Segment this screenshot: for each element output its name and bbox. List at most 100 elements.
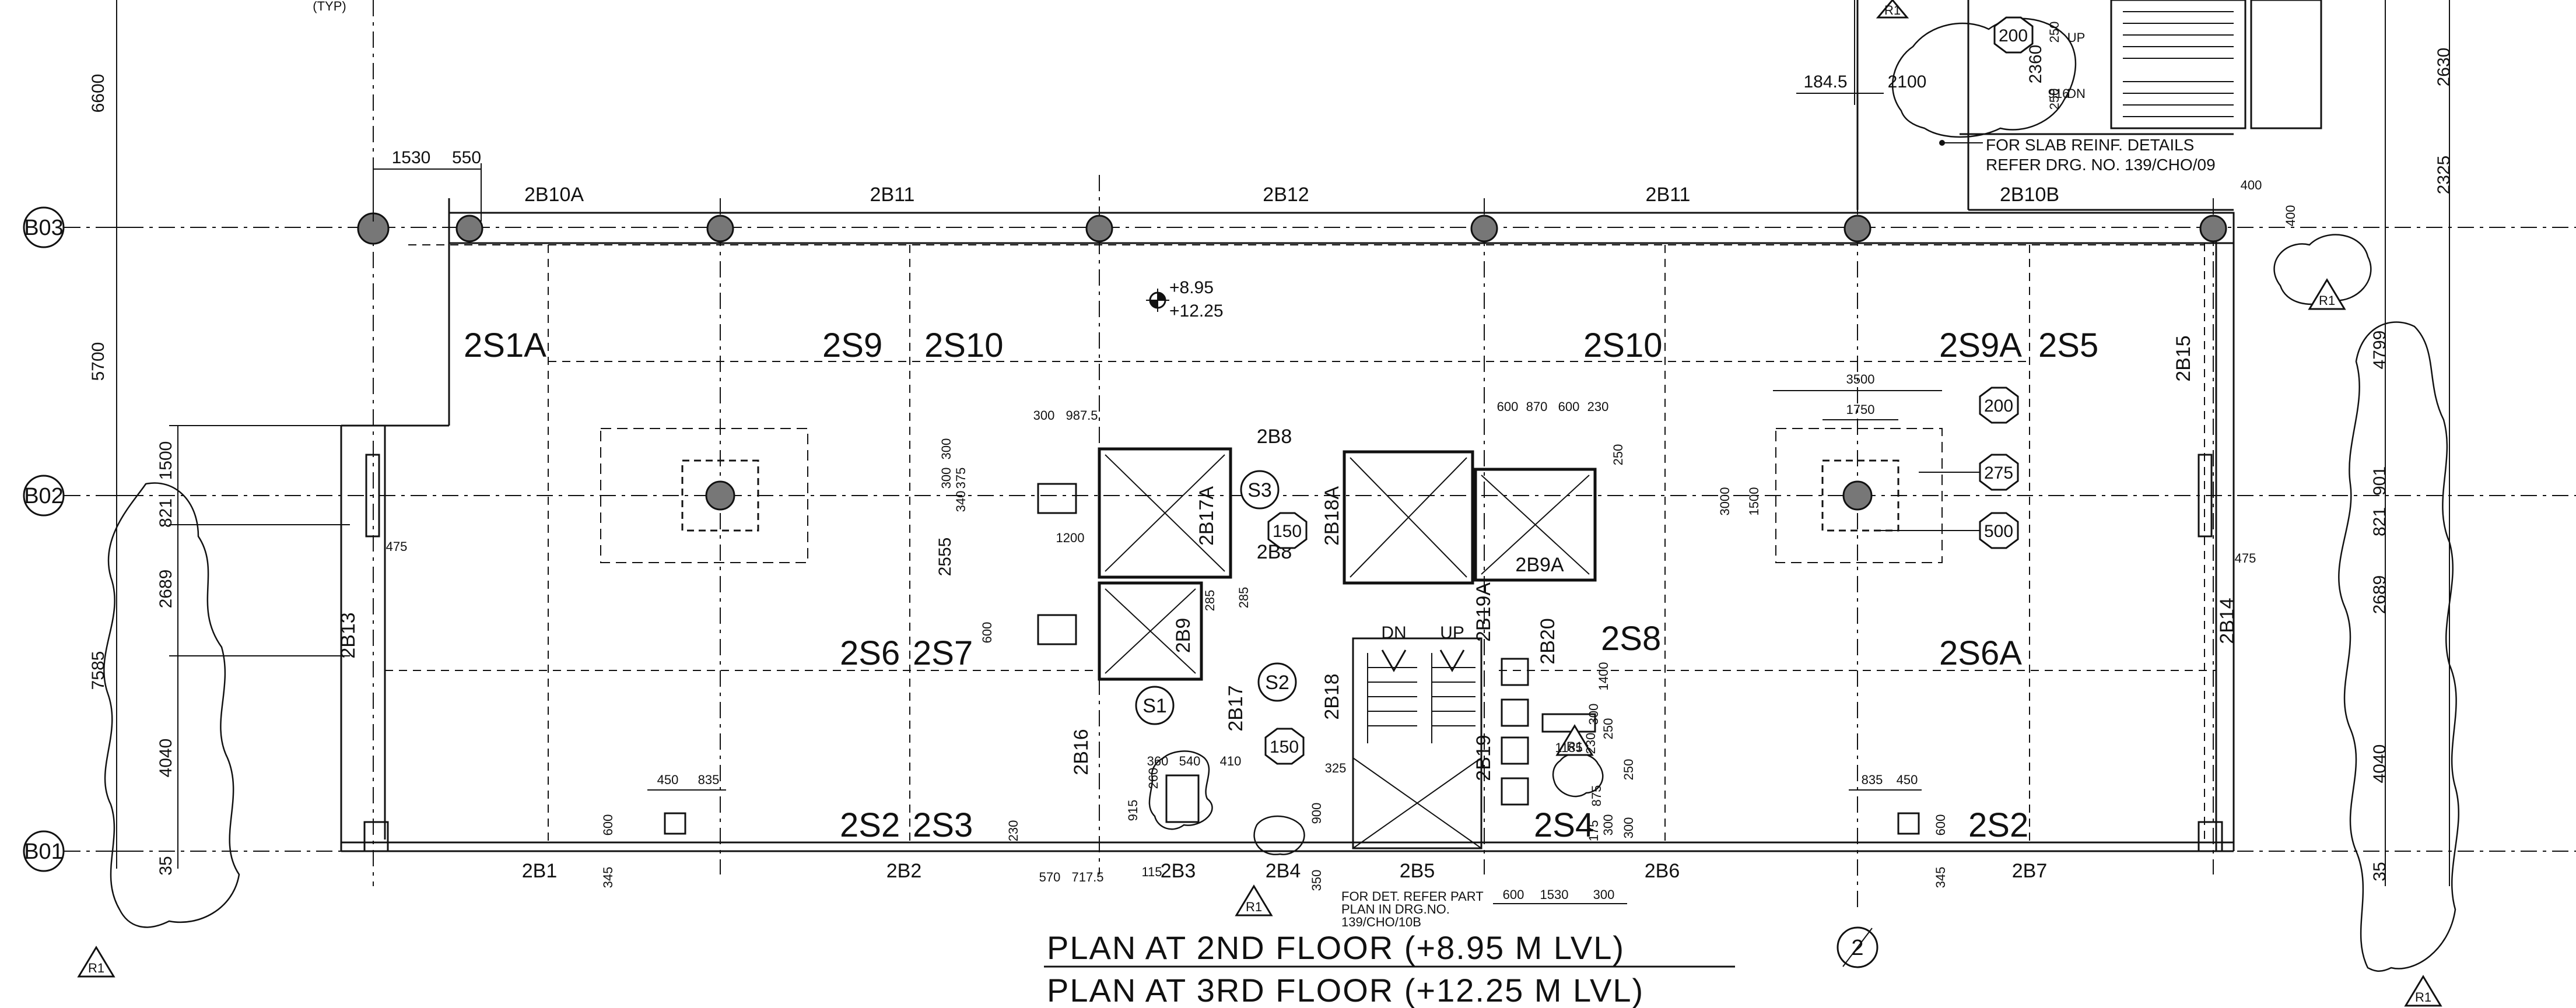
dim-label: 475 (386, 539, 408, 554)
dim-label: 4040 (2370, 744, 2389, 784)
dim-label: 1530 (392, 148, 431, 167)
slab-label: 2S5 (2038, 326, 2098, 364)
dim-label: 915 (1126, 800, 1140, 821)
beam-label: 2B19A (1473, 582, 1495, 642)
level-mark-text: +12.25 (1169, 301, 1224, 321)
dim-label: 260 (1146, 768, 1161, 789)
stair-mark: S2 (1265, 672, 1289, 694)
slab-label: 2S2 (1968, 806, 2028, 844)
dim-label: 400 (2241, 178, 2262, 192)
dim-label: 2630 (2434, 48, 2454, 87)
dim-label: 250 (2047, 22, 2062, 43)
dim-label: 2555 (935, 538, 955, 577)
grid-label-b03: B03 (24, 216, 64, 240)
beam-label: 2B2 (886, 860, 922, 882)
dim-label: 1400 (1596, 662, 1611, 691)
dim-label: 230 (1587, 399, 1609, 414)
dim-label: 1200 (1056, 531, 1085, 545)
dim-label: 300 (939, 468, 954, 489)
dim-label: 340 (954, 491, 968, 512)
dim-label: 835 (698, 772, 720, 787)
dim-label: 600 (1558, 399, 1580, 414)
slab-label: 2S9 (822, 326, 882, 364)
slab-labels: 2S1A 2S9 2S10 2S10 2S9A 2S5 2S6 2S7 2S8 … (464, 326, 2098, 844)
dim-label: 916 (2048, 86, 2070, 101)
dim-label: 2100 (1888, 72, 1927, 92)
dim-label: 35 (156, 856, 176, 875)
level-mark: +8.95 +12.25 (1146, 278, 1224, 321)
drawing-titles: PLAN AT 2ND FLOOR (+8.95 M LVL) PLAN AT … (1044, 929, 1735, 1008)
dim-label: 325 (1325, 761, 1347, 775)
revision-tag: R1 (88, 961, 104, 975)
slab-divisions (385, 244, 2216, 842)
beam-label: 2B8 (1257, 426, 1292, 448)
level-mark-text: +8.95 (1169, 278, 1214, 297)
core-area (664, 447, 1920, 849)
dim-label: 3500 (1846, 372, 1875, 387)
slab-label: 2S4 (1534, 806, 1594, 844)
dim-label: 1185 (1555, 740, 1582, 755)
dim-label: 375 (954, 468, 968, 489)
revision-tag: R1 (1246, 900, 1262, 914)
revision-tag: R1 (2415, 990, 2431, 1005)
slab-label: 2S6A (1939, 634, 2022, 672)
beam-label: 2B17 (1225, 685, 1247, 731)
hex-tag: 500 (1984, 522, 2013, 541)
slab-label: 2S8 (1601, 620, 1661, 658)
dim-label: 821 (156, 498, 176, 528)
revision-tag: R1 (1566, 739, 1583, 754)
beam-label: 2B19 (1473, 735, 1495, 781)
column (705, 480, 735, 511)
stair-label: UP (1440, 623, 1464, 642)
slab-label: 2S1A (464, 326, 546, 364)
dim-label: 285 (1236, 587, 1251, 609)
dim-label: 6600 (89, 74, 108, 113)
beam-label: 2B5 (1400, 860, 1435, 882)
dim-label: 345 (1933, 867, 1948, 888)
beam-label: 2B20 (1537, 618, 1559, 664)
beam-label: 2B18 (1321, 673, 1343, 719)
top-beam-labels: 2B10A 2B11 2B12 2B11 2B10B (524, 184, 2059, 206)
dim-label: 345 (601, 867, 615, 888)
column (706, 215, 734, 243)
column (1085, 215, 1113, 243)
beam-label: 2B16 (1070, 729, 1092, 775)
notes: FOR SLAB REINF. DETAILS REFER DRG. NO. 1… (1341, 136, 2216, 929)
beam-label: 2B3 (1161, 860, 1196, 882)
inner-beam-labels: 2B8 2B8 2B17A 2B18A 2B9 2B9A 2B17 2B18 2… (337, 335, 2238, 781)
beam-label: 2B6 (1645, 860, 1680, 882)
column (1470, 215, 1498, 243)
dim-label: 2689 (156, 570, 176, 609)
dim-label: 821 (2370, 507, 2389, 536)
hex-tag: 200 (1984, 396, 2013, 416)
dim-label: 300 (1033, 408, 1055, 423)
misc-dimensions: 1530 550 184.5 2100 916 250 2360 250 400… (313, 0, 2298, 904)
dim-label: 5700 (89, 342, 108, 381)
left-dimensions: 6600 5700 7585 1500 821 2689 4040 35 (89, 0, 350, 876)
slab-label: 2S10 (1583, 326, 1662, 364)
stair-label: DN (1381, 623, 1406, 642)
dim-label: 600 (1503, 887, 1524, 902)
beam-label: 2B11 (1646, 184, 1691, 206)
grid-bubbles: B03 B02 B01 2 (23, 206, 1878, 968)
note-text: FOR SLAB REINF. DETAILS (1986, 136, 2194, 154)
beam-label: 2B11 (870, 184, 915, 206)
hex-tag: 150 (1273, 522, 1302, 541)
dim-label: 901 (2370, 466, 2389, 496)
column (1842, 480, 1873, 511)
dim-label: 360 (1147, 754, 1169, 768)
dim-label: 115 (1141, 865, 1162, 879)
dim-label: 600 (980, 622, 994, 644)
dim-label: 2325 (2434, 156, 2454, 195)
note-text: 139/CHO/10B (1341, 915, 1421, 929)
drawing-title: PLAN AT 3RD FLOOR (+12.25 M LVL) (1047, 972, 1644, 1008)
bottom-beam-labels: 2B1 2B2 2B3 2B4 2B5 2B6 2B7 (522, 860, 2048, 882)
note-text: PLAN IN DRG.NO. (1341, 902, 1450, 916)
note-text: FOR DET. REFER PART (1341, 889, 1484, 904)
columns (357, 212, 2227, 852)
dim-label: 450 (1897, 772, 1918, 787)
dim-label: 350 (1309, 870, 1324, 891)
dim-label: 870 (1526, 399, 1548, 414)
dim-label: 717.5 (1071, 870, 1103, 884)
